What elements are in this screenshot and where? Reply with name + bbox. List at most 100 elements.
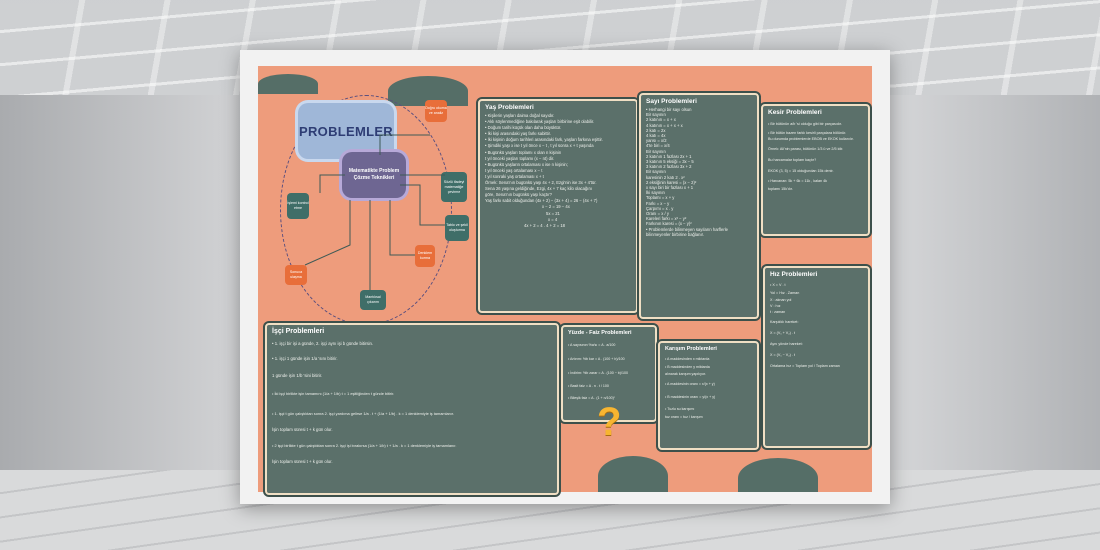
panel-line: • Herhangi bir sayı olsun [646, 107, 692, 112]
panel-line: Yaş farkı sabit olduğundan (4x + 2) − (3… [485, 198, 598, 204]
panel-line: • A sayısının %a'sı = A . a/100 [568, 343, 616, 347]
panel-line: • 1. işçi 1 günde işin 1/a 'sını bitirir… [272, 356, 338, 361]
panel-line: 4x + 2 = 4 . 4 + 2 = 18 [524, 222, 565, 228]
panel-line: Oranı = x / y [646, 211, 669, 217]
panel-line: t : zaman [770, 310, 786, 314]
panel-line: Toplamı = x + y [646, 195, 675, 201]
panel-line: 1 günde işin 1/b 'sini bitirir. [272, 373, 323, 378]
panel-line: Örnek: Sena'nın bugünkü yaşı 4x + 2, Ezg… [485, 180, 597, 186]
panel-line: x sayı biri bir fazlası x + 1 [646, 185, 694, 191]
mindmap-connector [304, 200, 351, 266]
panel-line: • Doğum tarihi küçük olan daha büyüktür. [485, 125, 562, 131]
decor-hill [598, 456, 668, 492]
panel-line: 4'te biri = x/4 [646, 143, 670, 149]
panel-line: bilinmeyenler birbirine bağlanır. [646, 231, 704, 237]
panel-line: İşin toplam süresi t + k gün olur. [272, 427, 333, 432]
mindmap-node: İşlemi kontrol etme [287, 193, 309, 219]
panel-line: X = (V₁ + V₂) . t [770, 331, 796, 335]
panel-body: • X = V . t Yol = Hız . Zaman X : alınan… [765, 280, 868, 373]
panel-line: tuz oranı = tuz / karışım [665, 415, 703, 419]
panel-line: karesinin 2 katı 2 . x² [646, 174, 685, 180]
panel-line: Bu durumda problemlerde EBOB ve EKOK kul… [768, 137, 854, 141]
panel-line: Bir sayının [646, 148, 666, 154]
panel-line: Yol = Hız . Zaman [770, 291, 800, 295]
panel-line: • Artırım: %b kar = A . (100 + b)/100 [568, 357, 625, 361]
panel-line: t yıl önceki yaşları toplamı (x − nt) di… [485, 155, 555, 161]
panel-line: x = 4 [548, 216, 558, 222]
panel-line: İki sayının [646, 190, 665, 196]
mindmap-node: Tablo ve şekil oluşturma [445, 215, 469, 241]
mindmap-subtitle: Matematikte Problem Çözme Teknikleri [342, 152, 406, 198]
panel-title: Hız Problemleri [770, 271, 818, 278]
panel-title: Sayı Problemleri [646, 98, 697, 105]
panel-line: 4 katı = 4x [646, 133, 666, 139]
panel-line: • İndirim: %b zarar = A . (100 − b)/100 [568, 371, 628, 375]
panel-line: alınarak karışım yapılıyor. [665, 372, 706, 376]
panel-body: • 1. işçi bir işi a günde, 2. işçi aynı … [267, 337, 557, 468]
panel-line: Bir sayının [646, 112, 666, 118]
mindmap-connectors [304, 134, 445, 290]
panel-line: Çarpımı = x . y [646, 205, 674, 211]
mindmap-node: Sonuca ulaşma [285, 265, 307, 285]
left-wall [0, 95, 240, 470]
panel-line: X = (V₁ − V₂) . t [770, 353, 796, 357]
panel-line: t yıl sonraki yaş ortalaması x + t [485, 173, 544, 179]
panel-line: Farkının karesi = (x − y)² [646, 221, 692, 227]
panel-line: Farkı = x − y [646, 200, 670, 206]
panel-line: Bir sayının [646, 169, 666, 175]
panel-body: • A maddesinden x miktarda • B maddesind… [660, 354, 757, 421]
panel-line: 3 katının 2 fazlası 3x + 2 [646, 164, 692, 170]
panel-line: • Bugünkü yaşların ortalaması x ise n ki… [485, 161, 568, 167]
panel-line: 2 katı = 2x [646, 127, 666, 133]
mindmap-connector [319, 174, 345, 193]
panel-line: İşin toplam süresi t + k gün olur. [272, 459, 333, 464]
panel-line: Bu harcamalar toplam kaçtır? [768, 158, 817, 162]
panel-yas-problemleri: Yaş Problemleri • Kişilerin yaşları daim… [478, 99, 638, 313]
panel-line: • A maddesinin oranı = x/(x + y) [665, 382, 715, 386]
decor-hill [738, 458, 818, 492]
mindmap-node: Mantıksal çıkarım [360, 290, 386, 310]
panel-line: • Harcanan: 5k + 6k = 11k , kalan 4k [768, 179, 828, 183]
panel-line: 3 katının 5 eksiği = 3x − 5 [646, 159, 694, 165]
panel-line: Ortalama hız = Toplam yol / Toplam zaman [770, 364, 840, 368]
panel-line: EKOK (3, 5) = 15 olduğundan 15k denir. [768, 169, 834, 173]
panel-line: • Basit faiz = A . n . t / 100 [568, 384, 609, 388]
mindmap-node: Denklem kurma [415, 245, 435, 267]
panel-line: • Problemlerde bilinmeyen sayıların harf… [646, 226, 728, 232]
panel-line: göre, Sena'nın bugünkü yaşı kaçtır? [485, 192, 552, 198]
panel-line: • X = V . t [770, 283, 786, 287]
panel-line: • Bugünkü yaşları toplamı x olan n kişin… [485, 149, 562, 155]
mindmap-connector [389, 200, 415, 256]
panel-line: V : hız [770, 304, 781, 308]
panel-line: 2 eksiğinin karesi = (x − 2)² [646, 179, 697, 185]
panel-line: • Aklı söylenmediğine bakılarak yaşları … [485, 119, 595, 125]
panel-line: 2 katının 1 fazlası 2x + 1 [646, 153, 692, 159]
panel-line: • İki kişi arasındaki yaş farkı sabittir… [485, 131, 551, 137]
panel-line: • Bir bütün bazen farklı kesirli parçala… [768, 131, 847, 135]
mindmap-node: Sözlü ifadeyi matematiğe çevirme [441, 172, 467, 202]
panel-line: t yıl önceki yaş ortalaması x − t [485, 167, 543, 173]
panel-line: • Şimdiki yaşı x ise t yıl önce x − t , … [485, 143, 594, 149]
panel-title: Karışım Problemleri [665, 346, 717, 352]
panel-line: • İki kişinin doğum tarihleri arasındaki… [485, 137, 603, 143]
panel-line: Kareleri farkı = x² − y² [646, 216, 687, 222]
panel-line: • 1. işçi bir işi a günde, 2. işçi aynı … [272, 341, 374, 346]
panel-line: • 1. işçi t gün çalıştıktan sonra 2. işç… [272, 411, 455, 416]
mindmap-title: PROBLEMLER [298, 103, 394, 159]
question-mark-illustration: ? [597, 400, 622, 444]
right-wall [885, 95, 1100, 470]
panel-title: Kesir Problemleri [768, 109, 822, 116]
panel-line: • A maddesinden x miktarda [665, 357, 710, 361]
panel-line: • Tuzlu su karışımı [665, 407, 695, 411]
panel-isci-problemleri: İşçi Problemleri • 1. işçi bir işi a gün… [265, 323, 559, 495]
panel-line: • Bir bütünün a/b 'si olduğu gibi bir pa… [768, 122, 842, 126]
panel-line: Aynı yönde hareket: [770, 342, 803, 346]
panel-line: • Kişilerin yaşları daima doğal sayıdır. [485, 113, 555, 118]
mindmap-connector [400, 184, 445, 226]
panel-body: • Herhangi bir sayı olsun Bir sayının 2 … [641, 107, 757, 237]
panel-line: • 2 işçi birlikte t gün çalıştıktan sonr… [272, 443, 457, 448]
panel-karisim-problemleri: Karışım Problemleri • A maddesinden x mi… [658, 341, 759, 450]
mindmap-node: Doğru okuma ve analiz [425, 100, 447, 122]
panel-line: • B maddesinin oranı = y/(x + y) [665, 395, 716, 399]
panel-line: Sena 26 yaşına geldiğinde, Ezgi, 4x + 7 … [485, 186, 592, 192]
